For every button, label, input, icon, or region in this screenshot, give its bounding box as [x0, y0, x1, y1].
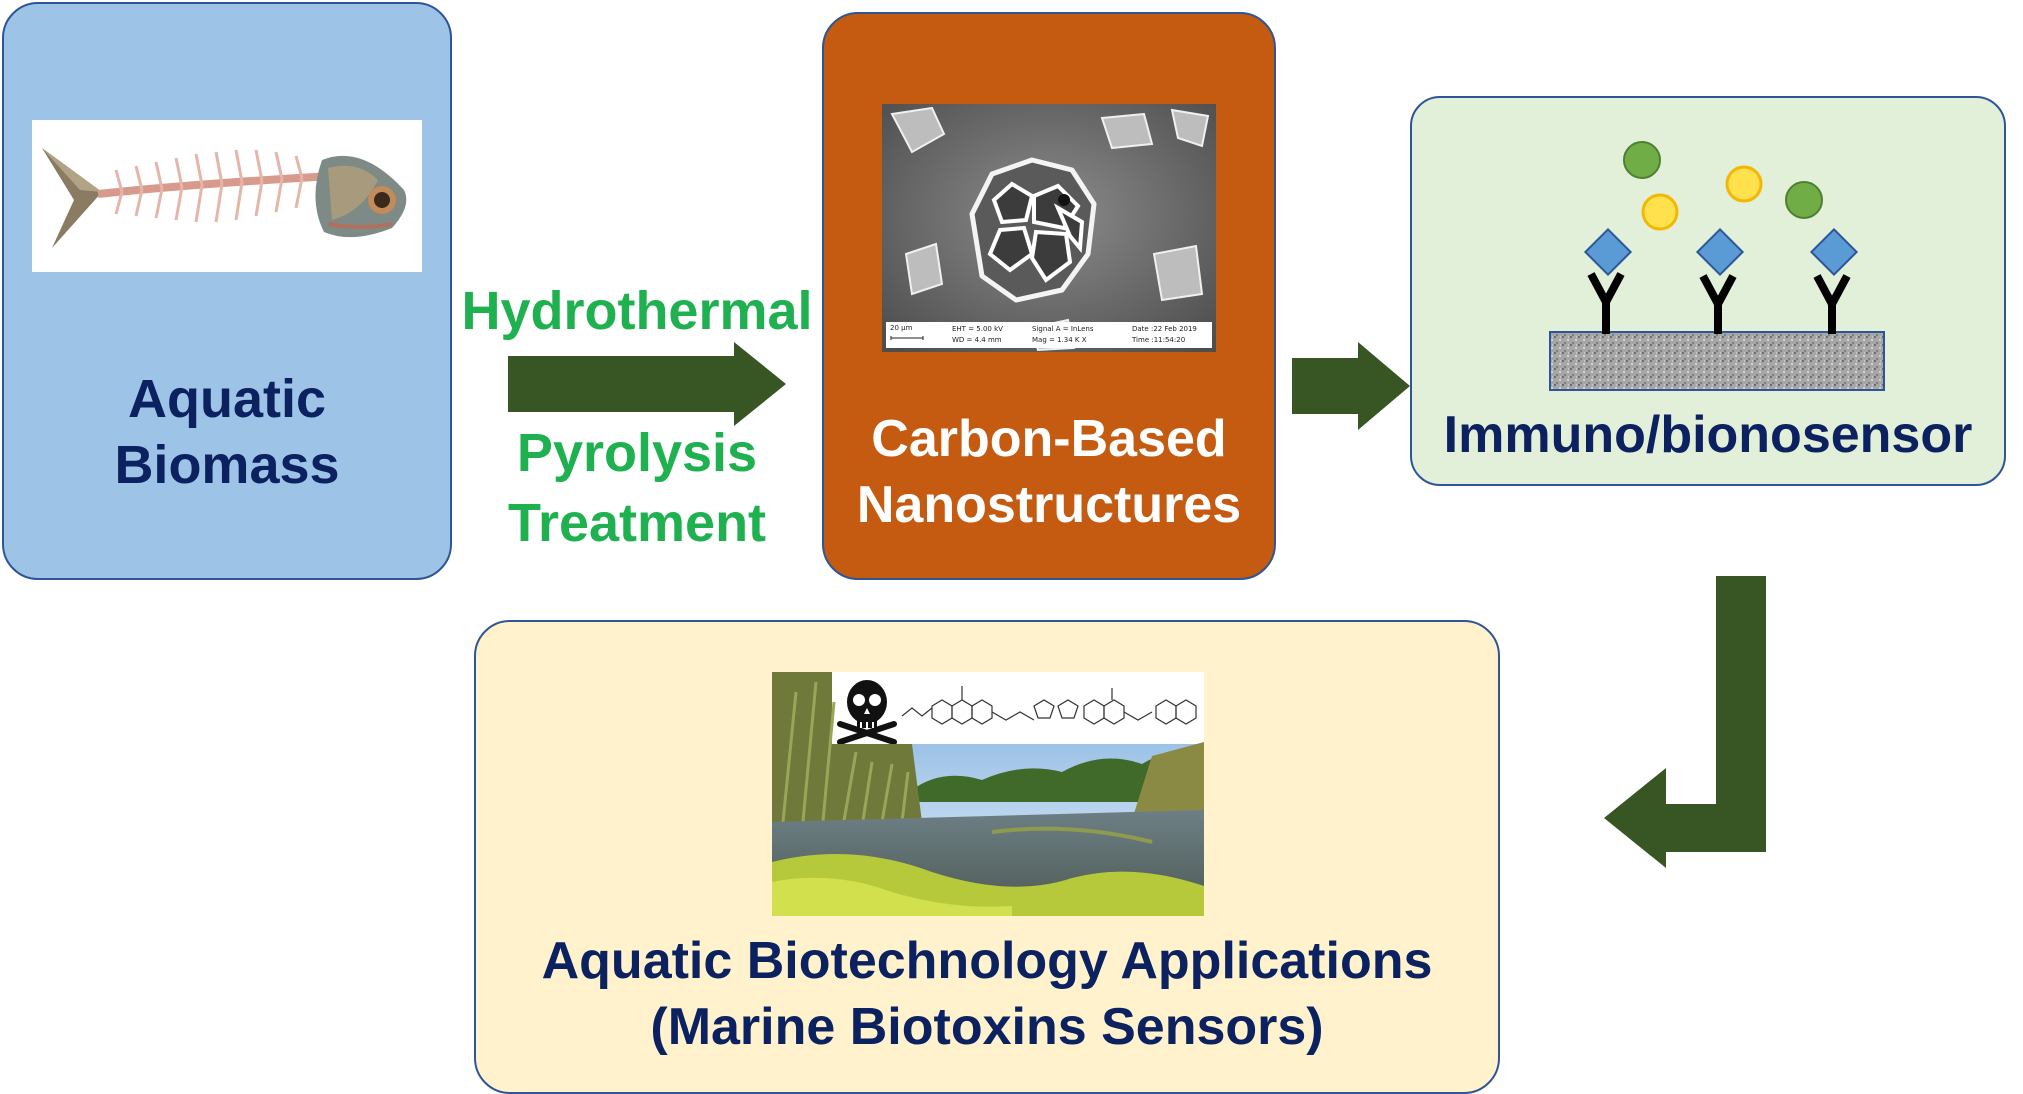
arrow-biomass-to-carbon [508, 342, 786, 426]
sem-scale-text: 20 µm [890, 324, 913, 332]
label-line: Pyrolysis [516, 423, 758, 483]
antibody-icon [1583, 227, 1633, 334]
fish-skeleton-image [32, 120, 422, 272]
node-aquatic-biomass [2, 2, 452, 580]
analyte-green-dot [1623, 141, 1661, 179]
hydrothermal-label: Hydrothermal [461, 281, 813, 341]
sem-time-text: Time :11:54:20 [1132, 336, 1186, 344]
sem-wd-text: WD = 4.4 mm [952, 336, 1002, 344]
label-line: Aquatic Biotechnology Applications [541, 932, 1433, 990]
sem-caption-bar: 20 µm EHT = 5.00 kV WD = 4.4 mm Signal A… [886, 322, 1212, 348]
analyte-yellow-dot [1725, 165, 1763, 203]
antibody-icon [1695, 227, 1745, 334]
label-line: Biomass [114, 435, 340, 495]
aquatic-applications-label: Aquatic Biotechnology Applications (Marin… [474, 928, 1500, 1060]
label-line: Aquatic [127, 369, 327, 429]
sem-mag-text: Mag = 1.34 K X [1032, 336, 1087, 344]
antibody-icon [1809, 227, 1859, 334]
label-line: Nanostructures [856, 476, 1242, 534]
immunosensor-graphic [1410, 96, 2006, 396]
skull-crossbones-icon [836, 674, 898, 745]
analyte-yellow-dot [1641, 193, 1679, 231]
arrow-carbon-to-sensor [1292, 342, 1410, 430]
immunosensor-label: Immuno/bionosensor [1443, 406, 1973, 464]
label-line: Carbon-Based [871, 410, 1227, 468]
label-line: Treatment [507, 493, 767, 553]
sem-signal-text: Signal A = InLens [1032, 325, 1094, 333]
analyte-green-dot [1785, 181, 1823, 219]
sem-micrograph-image [882, 104, 1216, 352]
sem-eht-text: EHT = 5.00 kV [952, 325, 1003, 333]
fish-skeleton-icon [42, 148, 407, 248]
arrow-sensor-to-applications [1604, 576, 1766, 868]
sem-date-text: Date :22 Feb 2019 [1132, 325, 1197, 333]
electrode-substrate [1549, 331, 1885, 391]
algal-bloom-lake-image [772, 672, 1204, 916]
label-line: (Marine Biotoxins Sensors) [650, 998, 1324, 1056]
